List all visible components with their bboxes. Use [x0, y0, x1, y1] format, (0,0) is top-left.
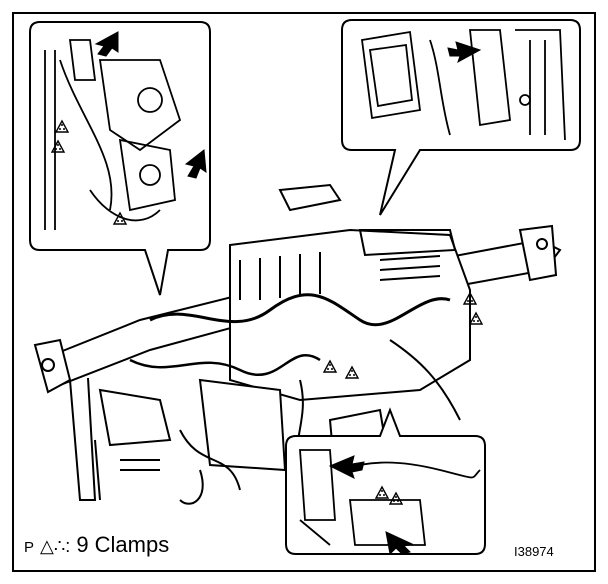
legend-prefix: P	[24, 539, 35, 556]
arrow-icon	[94, 31, 119, 57]
legend-text: 9 Clamps	[76, 532, 170, 557]
inset-bottom-right	[285, 407, 486, 556]
inset-top-right	[341, 19, 581, 216]
inset-top-left	[29, 21, 211, 296]
arrow-icon	[328, 455, 365, 479]
arrow-icon	[447, 41, 482, 64]
arrow-icon	[184, 149, 207, 179]
figure-id: I38974	[514, 544, 554, 559]
clamp-legend: P △∴: 9 Clamps	[24, 532, 169, 558]
clamp-symbol-icon: △∴:	[40, 536, 71, 556]
instrument-panel-assembly	[33, 183, 562, 505]
arrow-icon	[385, 531, 414, 556]
